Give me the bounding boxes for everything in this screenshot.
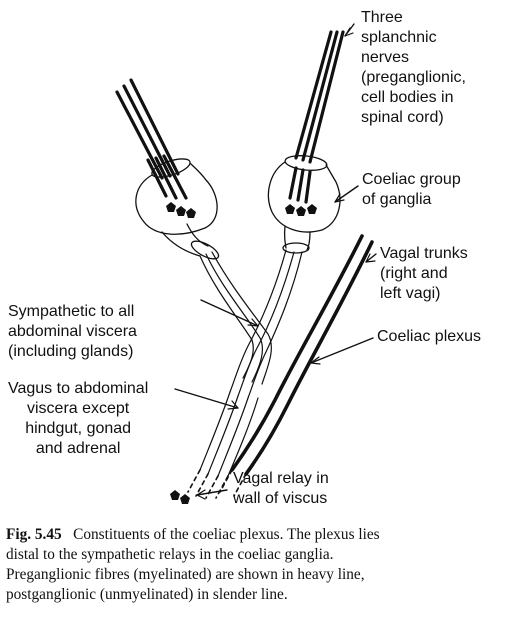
left-ganglion (135, 158, 220, 260)
vagal-trunks-line: Vagal trunks (380, 245, 468, 262)
coeliac-group-line: of ganglia (362, 191, 432, 208)
right-preganglionic-nerves (288, 30, 345, 204)
label-coeliac-group: Coeliac group of ganglia (362, 170, 461, 210)
vagus-line: Vagus to abdominal (8, 380, 149, 397)
splanchnic-line: cell bodies in (361, 89, 454, 106)
caption-line-1: Fig. 5.45 Constituents of the coeliac pl… (6, 525, 500, 545)
sympathetic-line: Sympathetic to all (8, 303, 135, 320)
splanchnic-line: spinal cord) (361, 109, 444, 126)
vagus-line: hindgut, gonad (25, 420, 132, 437)
label-vagal-trunks: Vagal trunks (right and left vagi) (380, 244, 468, 304)
figure-number: Fig. 5.45 (6, 526, 62, 543)
vagal-trunks (230, 234, 374, 476)
caption-text: distal to the sympathetic relays in the … (6, 546, 334, 563)
left-ganglion-cells (166, 202, 196, 218)
right-ganglion-cells (285, 204, 317, 216)
label-splanchnic-nerves: Three splanchnic nerves (preganglionic, … (361, 8, 466, 128)
vagus-line: and adrenal (35, 440, 121, 457)
vagal-relay-line: wall of viscus (233, 490, 328, 507)
sympathetic-line: (including glands) (8, 343, 134, 360)
splanchnic-line: splanchnic (361, 29, 437, 46)
label-arrows (174, 23, 377, 500)
label-vagus: Vagus to abdominal viscera except hindgu… (8, 379, 148, 459)
splanchnic-line: Three (361, 9, 403, 26)
label-sympathetic: Sympathetic to all abdominal viscera (in… (8, 302, 137, 362)
label-vagal-relay: Vagal relay in wall of viscus (233, 469, 329, 509)
label-coeliac-plexus: Coeliac plexus (377, 327, 481, 347)
right-ganglion (267, 155, 341, 254)
vagal-trunks-line: left vagi) (380, 285, 441, 302)
caption-text: Constituents of the coeliac plexus. The … (73, 526, 380, 543)
caption-text: Preganglionic fibres (myelinated) are sh… (6, 566, 365, 583)
postganglionic-fibres (199, 249, 303, 477)
coeliac-plexus-line: Coeliac plexus (377, 328, 482, 345)
plexus-terminal-dashes (187, 469, 247, 499)
vagal-relay-cells (170, 490, 190, 504)
left-preganglionic-nerves (115, 78, 188, 200)
coeliac-plexus-diagram (115, 23, 377, 504)
splanchnic-line: (preganglionic, (361, 69, 466, 86)
caption-text: postganglionic (unmyelinated) in slender… (6, 586, 288, 603)
splanchnic-line: nerves (361, 49, 410, 66)
vagal-trunks-line: (right and (380, 265, 448, 282)
coeliac-group-line: Coeliac group (362, 171, 461, 188)
vagal-relay-line: Vagal relay in (233, 470, 329, 487)
vagus-line: viscera except (26, 400, 130, 417)
figure-caption: Fig. 5.45 Constituents of the coeliac pl… (6, 525, 500, 605)
sympathetic-line: abdominal viscera (8, 323, 137, 340)
